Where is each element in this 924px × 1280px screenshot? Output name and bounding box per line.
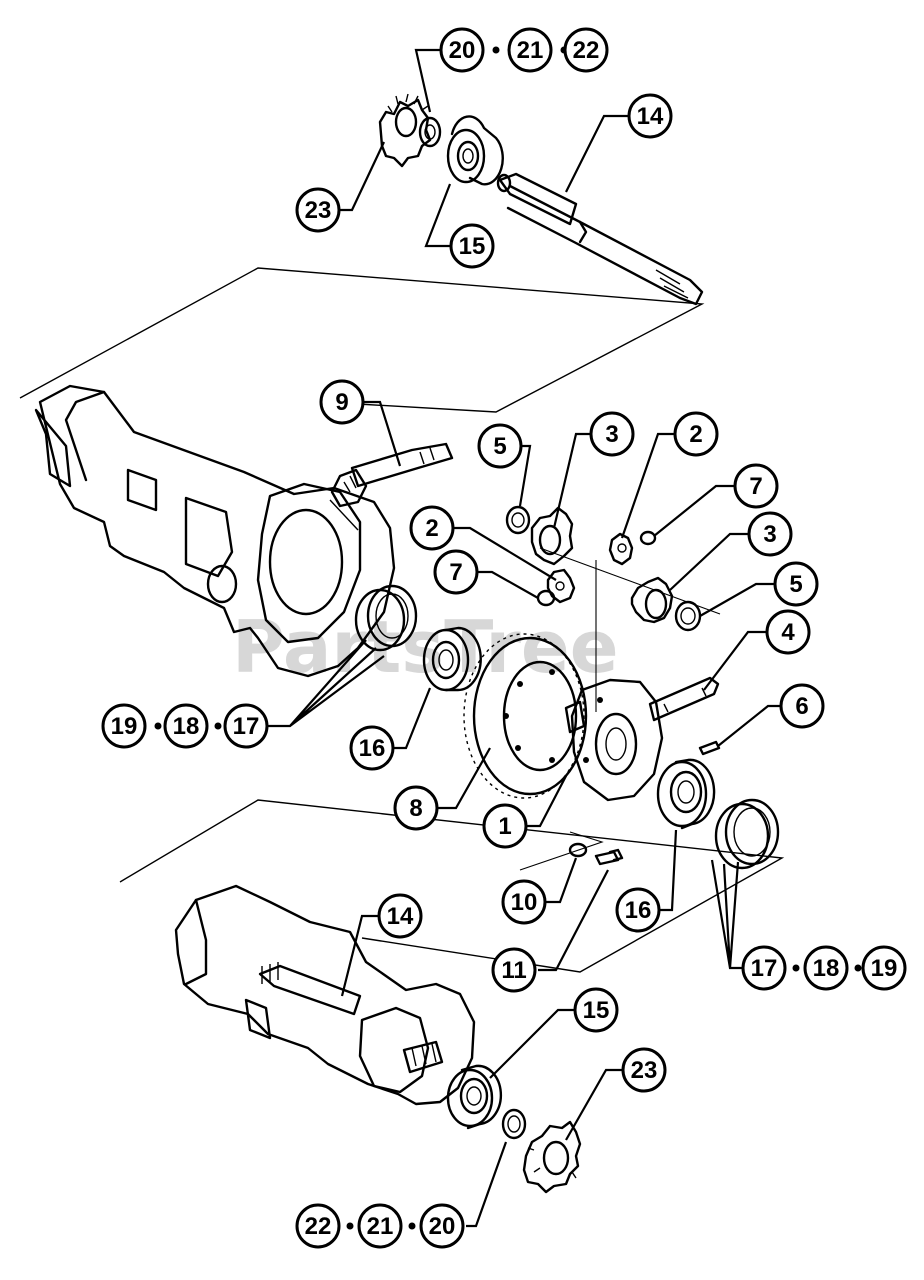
svg-text:23: 23 bbox=[631, 1057, 658, 1084]
pinion-shaft bbox=[648, 676, 720, 722]
svg-text:3: 3 bbox=[763, 521, 776, 548]
callout-8: 8 bbox=[393, 785, 439, 831]
left-axle-housing bbox=[34, 384, 396, 678]
svg-text:19: 19 bbox=[111, 713, 138, 740]
svg-text:14: 14 bbox=[387, 903, 414, 930]
right-bearing-race bbox=[714, 798, 780, 870]
svg-text:2: 2 bbox=[425, 515, 438, 542]
svg-text:23: 23 bbox=[305, 197, 332, 224]
ring-gear-bolt bbox=[594, 848, 624, 866]
svg-text:10: 10 bbox=[511, 889, 538, 916]
left-bearing bbox=[422, 626, 482, 692]
svg-text:22: 22 bbox=[573, 37, 600, 64]
svg-text:16: 16 bbox=[625, 897, 652, 924]
svg-text:20: 20 bbox=[449, 37, 476, 64]
svg-text:19: 19 bbox=[871, 955, 898, 982]
callout-23-bottom: 23 bbox=[621, 1047, 667, 1093]
callout-group-17-18-19-right: 17 18 19 bbox=[741, 945, 907, 991]
callout-5-upper: 5 bbox=[477, 423, 523, 469]
callout-3-lower: 3 bbox=[747, 511, 793, 557]
svg-text:7: 7 bbox=[749, 473, 762, 500]
callout-11: 11 bbox=[491, 947, 537, 993]
side-gear-upper bbox=[530, 506, 574, 566]
top-thrust-washer bbox=[418, 116, 442, 148]
side-gear-lower bbox=[630, 576, 674, 624]
svg-text:7: 7 bbox=[449, 559, 462, 586]
svg-text:17: 17 bbox=[233, 713, 260, 740]
svg-text:21: 21 bbox=[517, 37, 544, 64]
svg-text:22: 22 bbox=[305, 1213, 332, 1240]
right-axle-housing bbox=[174, 884, 476, 1106]
left-bearing-race bbox=[354, 584, 418, 652]
callout-7-right: 7 bbox=[733, 463, 779, 509]
right-bearing bbox=[656, 758, 716, 830]
callout-15-top: 15 bbox=[449, 223, 495, 269]
svg-text:16: 16 bbox=[359, 735, 386, 762]
top-bearing bbox=[446, 115, 504, 186]
callout-6: 6 bbox=[779, 683, 825, 729]
callout-3-upper: 3 bbox=[589, 411, 635, 457]
top-axle-shaft bbox=[496, 172, 704, 306]
svg-text:4: 4 bbox=[781, 619, 795, 646]
callout-16-right: 16 bbox=[615, 887, 661, 933]
callout-2-left: 2 bbox=[409, 505, 455, 551]
svg-text:15: 15 bbox=[459, 233, 486, 260]
callout-9: 9 bbox=[319, 379, 365, 425]
svg-text:1: 1 bbox=[498, 813, 511, 840]
callout-group-19-18-17-left: 19 18 17 bbox=[101, 703, 269, 749]
callout-15-bottom: 15 bbox=[573, 987, 619, 1033]
callout-4: 4 bbox=[765, 609, 811, 655]
callout-5-lower: 5 bbox=[773, 561, 819, 607]
side-gear-washer-upper bbox=[505, 505, 531, 535]
side-gear-washer-lower bbox=[674, 600, 702, 632]
lock-washer bbox=[568, 842, 588, 858]
top-pinion-gear bbox=[378, 93, 432, 168]
svg-text:20: 20 bbox=[429, 1213, 456, 1240]
callout-16-left: 16 bbox=[349, 725, 395, 771]
svg-text:11: 11 bbox=[501, 957, 526, 984]
svg-text:5: 5 bbox=[789, 571, 802, 598]
differential-case bbox=[564, 678, 664, 802]
callout-14-bottom: 14 bbox=[377, 893, 423, 939]
bottom-axle-shaft bbox=[258, 962, 444, 1074]
callout-14-top: 14 bbox=[627, 93, 673, 139]
callout-2-right: 2 bbox=[673, 411, 719, 457]
svg-text:14: 14 bbox=[637, 103, 664, 130]
callout-10: 10 bbox=[501, 879, 547, 925]
callout-group-22-21-20-bottom: 22 21 20 bbox=[295, 1203, 465, 1249]
bottom-bearing bbox=[446, 1064, 503, 1130]
pinion-gear-left bbox=[546, 568, 576, 604]
thrust-washer-right bbox=[639, 530, 657, 546]
callout-1: 1 bbox=[482, 803, 528, 849]
thrust-washer-left bbox=[536, 589, 556, 607]
callout-23-top: 23 bbox=[295, 187, 341, 233]
svg-text:18: 18 bbox=[173, 713, 200, 740]
svg-text:2: 2 bbox=[689, 421, 702, 448]
drive-pinion-shaft bbox=[330, 442, 454, 508]
roll-pin bbox=[698, 740, 721, 756]
svg-text:17: 17 bbox=[751, 955, 778, 982]
callout-group-20-21-22-top: 20 21 22 bbox=[439, 27, 609, 73]
svg-text:9: 9 bbox=[335, 389, 348, 416]
pinion-gear-right bbox=[608, 532, 634, 566]
svg-text:5: 5 bbox=[493, 433, 506, 460]
svg-text:21: 21 bbox=[367, 1213, 394, 1240]
ring-gear bbox=[463, 633, 588, 799]
bottom-thrust-washer bbox=[501, 1108, 527, 1140]
svg-text:18: 18 bbox=[813, 955, 840, 982]
svg-text:8: 8 bbox=[409, 795, 422, 822]
svg-text:6: 6 bbox=[795, 693, 808, 720]
leader-lines bbox=[266, 48, 780, 1228]
callout-7-left: 7 bbox=[433, 549, 479, 595]
bottom-pinion-gear bbox=[522, 1120, 582, 1194]
svg-text:3: 3 bbox=[605, 421, 618, 448]
svg-text:15: 15 bbox=[583, 997, 610, 1024]
